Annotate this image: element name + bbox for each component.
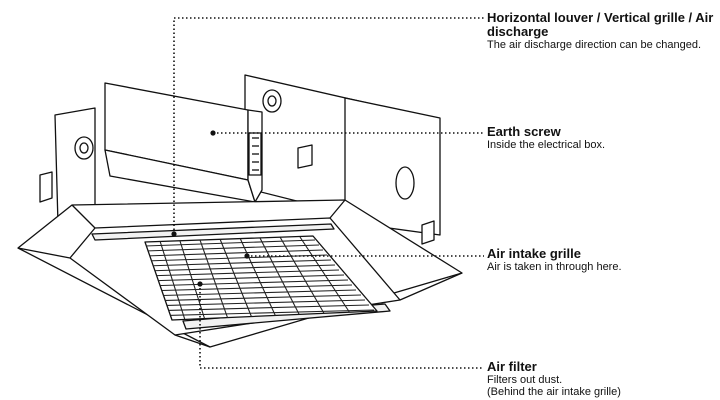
- callout-louver-title: Horizontal louver / Vertical grille / Ai…: [487, 10, 714, 39]
- side-port: [395, 166, 415, 200]
- cassette-unit: [17, 74, 463, 348]
- callout-earth-screw-title: Earth screw: [487, 124, 561, 139]
- callout-intake-grille-description: Air is taken in through here.: [487, 261, 622, 273]
- leader-louver: [173, 17, 484, 234]
- leader-points: [171, 130, 250, 287]
- leader-lines: [173, 17, 484, 369]
- louver-slot-back: [91, 223, 335, 241]
- callout-filter-title: Air filter: [487, 359, 537, 374]
- callout-louver: Horizontal louver / Vertical grille / Ai…: [487, 10, 719, 52]
- bracket-mid: [297, 144, 313, 169]
- chassis-right-side: [344, 97, 441, 236]
- callout-earth-screw-description: Inside the electrical box.: [487, 139, 606, 151]
- grille-mesh: [145, 236, 375, 320]
- bracket-right: [421, 220, 435, 245]
- leader-filter: [199, 284, 484, 369]
- callout-filter-description-line-1: Filters out dust.: [487, 374, 563, 386]
- callout-louver-description: The air discharge direction can be chang…: [487, 39, 702, 51]
- callout-filter: Air filter Filters out dust. (Behind the…: [487, 359, 719, 399]
- callout-intake-grille-title: Air intake grille: [487, 246, 581, 261]
- callout-earth-screw: Earth screw Inside the electrical box.: [487, 124, 719, 152]
- callout-intake-grille: Air intake grille Air is taken in throug…: [487, 246, 719, 274]
- callout-filter-description-line-2: (Behind the air intake grille): [487, 386, 621, 398]
- bracket-left: [39, 171, 53, 203]
